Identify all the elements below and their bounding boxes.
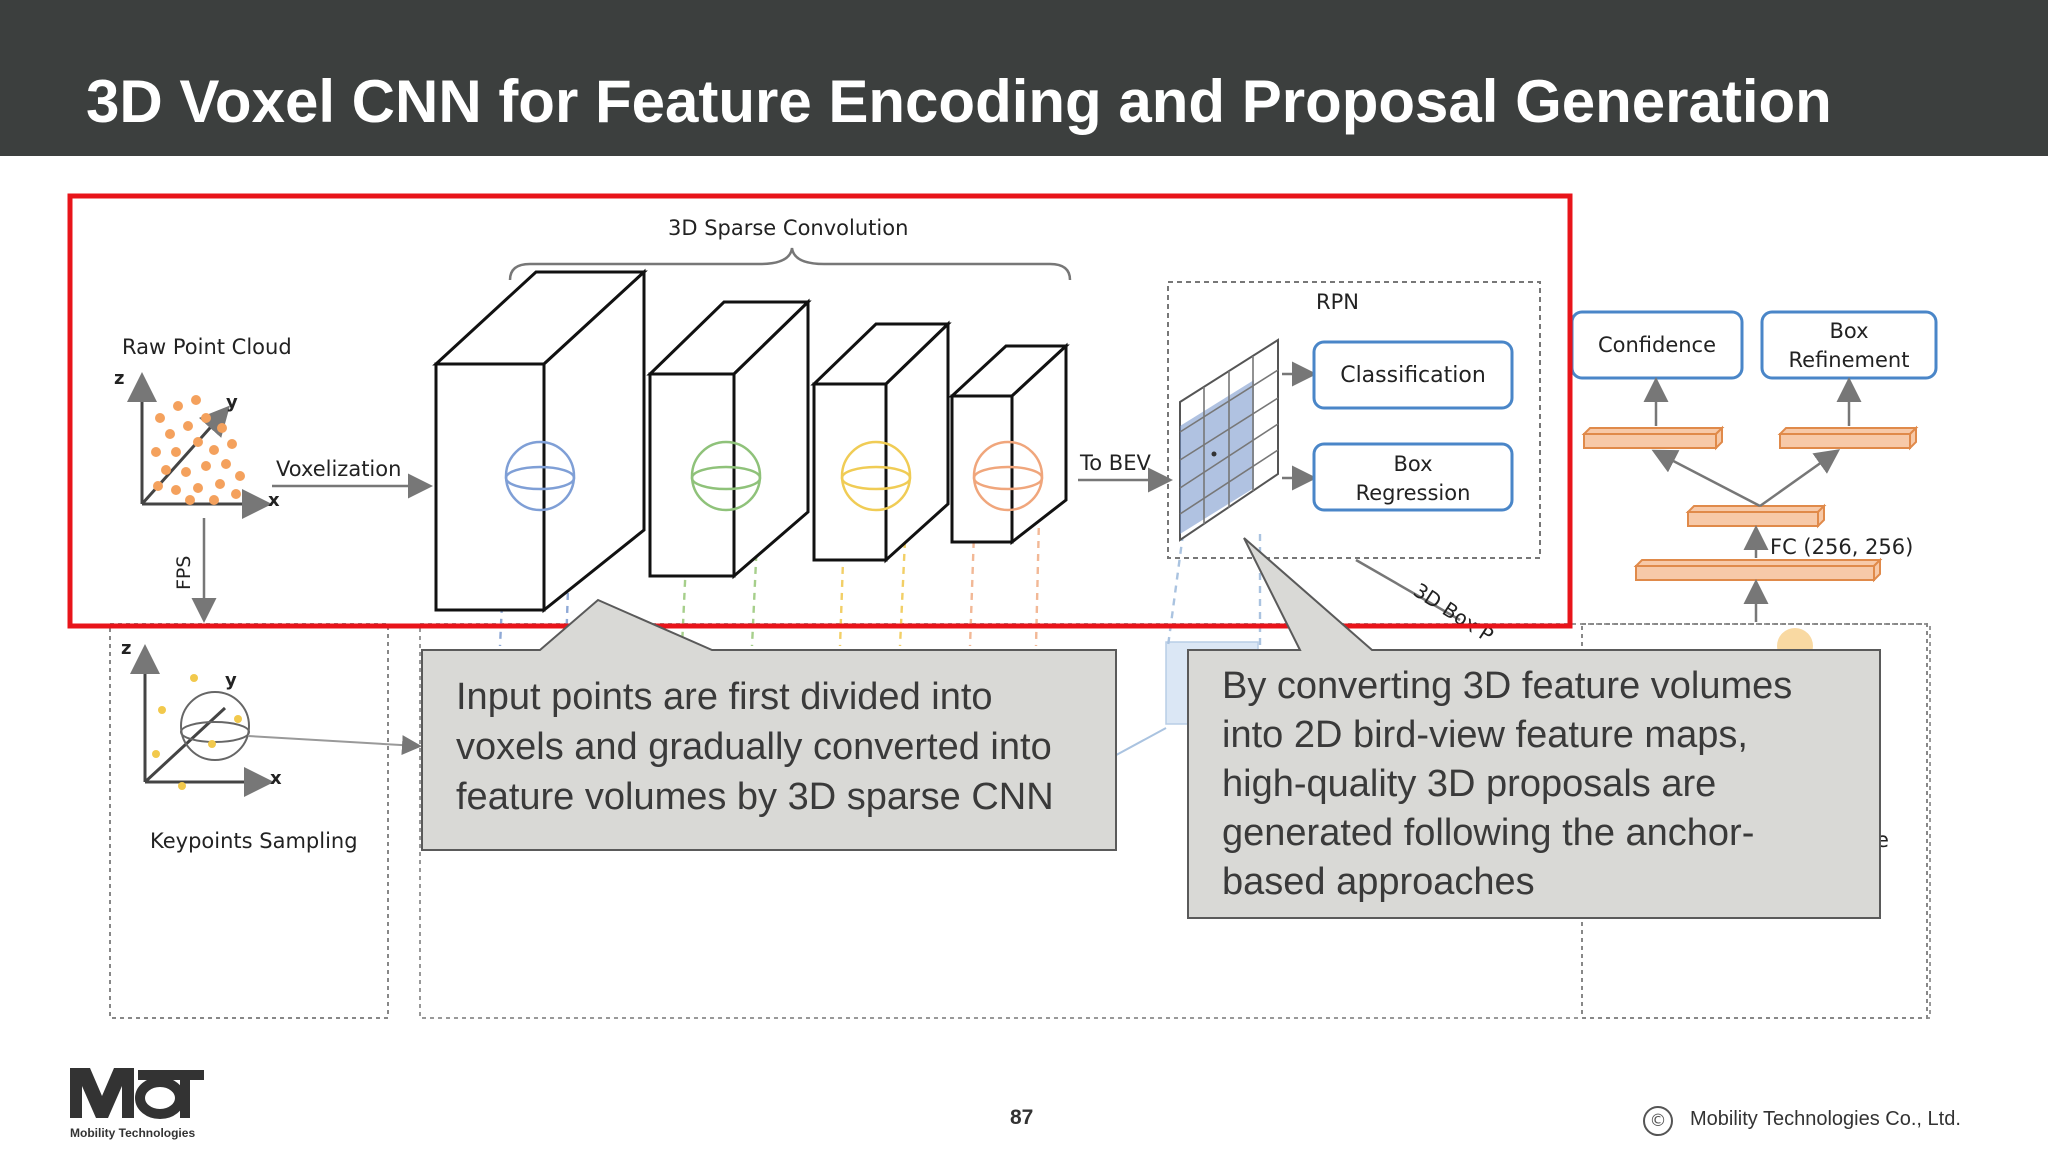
feature-volume-2: [646, 298, 812, 580]
point-cloud-dots: [151, 395, 245, 505]
box-regression-label-1: Box: [1393, 452, 1432, 476]
page-number: 87: [1010, 1106, 1034, 1129]
raw-axis-y: y: [226, 392, 238, 413]
callout-right-line: generated following the anchor-: [1222, 812, 1755, 854]
pv-rcnn-diagram: z y x Keypoints Sampling e 3D Sparse Con…: [67, 193, 1938, 1019]
mot-logo-icon: [70, 1068, 204, 1119]
feature-volume-3: [810, 320, 952, 564]
blue-sphere-icon: [504, 440, 576, 512]
classification-box: [1312, 340, 1514, 410]
callout-right-line: based approaches: [1222, 861, 1535, 903]
to-bev-label: To BEV: [1079, 451, 1151, 475]
keypoints-axes: [130, 644, 422, 797]
feature-volume-4: [948, 342, 1070, 546]
box-regression-label-2: Regression: [1356, 481, 1471, 505]
keypoints-sampling-box: [109, 623, 389, 1019]
copyright-text: Mobility Technologies Co., Ltd.: [1690, 1108, 1961, 1130]
voxelization-label: Voxelization: [276, 457, 401, 481]
callout-right: By converting 3D feature volumes into 2D…: [1222, 662, 1792, 907]
raw-point-cloud-label: Raw Point Cloud: [122, 335, 292, 359]
fc-label: FC (256, 256): [1770, 535, 1913, 559]
yellow-sphere-icon: [840, 440, 912, 512]
box-refinement-label-2: Refinement: [1789, 348, 1910, 372]
classification-label: Classification: [1340, 363, 1486, 388]
kp-axis-y: y: [225, 670, 237, 691]
fps-label: FPS: [173, 556, 195, 590]
copyright-icon: ©: [1643, 1106, 1673, 1136]
sparse-conv-brace: [508, 247, 1072, 281]
box-proposal-partial-label: 3D Box P: [1409, 578, 1498, 647]
confidence-label: Confidence: [1598, 333, 1716, 357]
callout-left: Input points are first divided into voxe…: [456, 672, 1054, 822]
feature-volume-1: [432, 268, 648, 614]
slide-title: 3D Voxel CNN for Feature Encoding and Pr…: [86, 68, 1832, 135]
rpn-label: RPN: [1316, 290, 1359, 314]
callout-right-line: high-quality 3D proposals are: [1222, 763, 1717, 805]
callout-left-line: voxels and gradually converted into: [456, 726, 1052, 768]
box-refinement-label-1: Box: [1829, 319, 1868, 343]
logo-subtitle: Mobility Technologies: [70, 1126, 196, 1140]
green-sphere-icon: [690, 440, 762, 512]
title-bar: [0, 0, 2048, 156]
orange-sphere-icon: [972, 440, 1044, 512]
keypoints-sampling-label: Keypoints Sampling: [150, 829, 358, 853]
fc-layers: [1581, 425, 1919, 583]
callout-right-shape: [1187, 537, 1881, 919]
raw-axis-z: z: [114, 368, 124, 389]
kp-axis-z: z: [121, 638, 131, 659]
bev-feature-map: [1179, 338, 1279, 542]
callout-right-line: into 2D bird-view feature maps,: [1222, 714, 1748, 756]
callout-left-line: feature volumes by 3D sparse CNN: [456, 776, 1054, 818]
callout-left-line: Input points are first divided into: [456, 676, 993, 718]
kp-axis-x: x: [270, 768, 282, 789]
raw-axis-x: x: [268, 490, 280, 511]
callout-right-line: By converting 3D feature volumes: [1222, 665, 1793, 707]
highlight-rectangle: [67, 193, 1573, 629]
sparse-conv-label: 3D Sparse Convolution: [668, 216, 908, 240]
box-regression-box: [1312, 442, 1514, 512]
callout-left-shape: [421, 598, 1117, 851]
